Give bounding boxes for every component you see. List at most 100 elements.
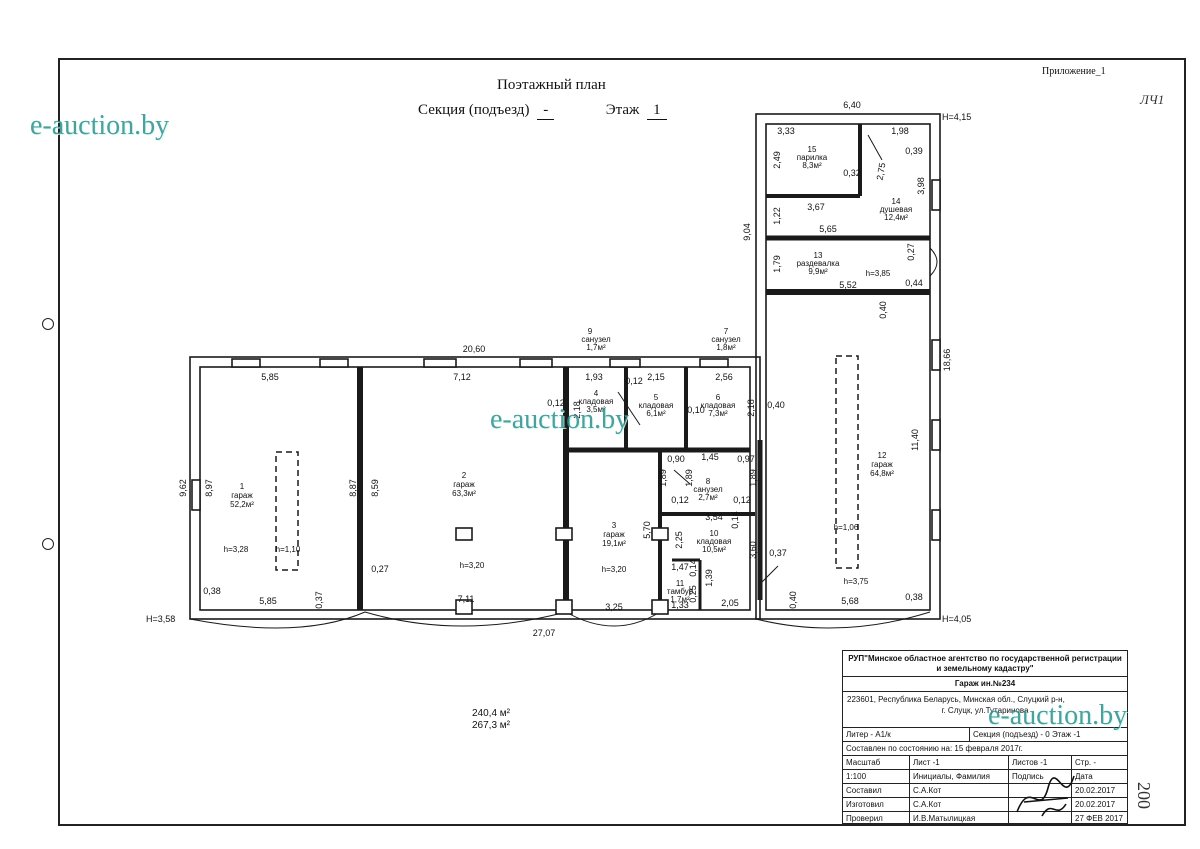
room-5-area: 6,1м²	[646, 409, 666, 418]
dim-r1-left: 8,97	[204, 479, 214, 497]
dim-r11-top: 1,47	[671, 562, 689, 572]
room-14-area: 12,4м²	[884, 213, 908, 222]
dim-r8-right: 1,89	[748, 469, 758, 487]
dim-wall-012: 0,12	[547, 398, 565, 408]
stamp-date-label: Дата	[1075, 772, 1093, 781]
room-9-name: санузел	[581, 335, 611, 344]
room-10-num: 10	[710, 529, 719, 538]
dim-wall-012b: 0,12	[625, 376, 643, 386]
room-2-area: 63,3м²	[452, 489, 476, 498]
stamp-scale-value: 1:100	[843, 770, 910, 783]
stamp-date: 20.02.2017	[1075, 786, 1116, 795]
handwritten-mark: ЛЧ1	[1140, 92, 1165, 107]
stamp-name: С.А.Кот	[910, 784, 1009, 797]
dim-r14-left: 1,22	[772, 207, 782, 225]
stamp-role: Составил	[843, 784, 910, 797]
dim-wall-037: 0,37	[769, 548, 787, 558]
room-15-area: 8,3м²	[802, 161, 822, 170]
stamp-address: 223601, Республика Беларусь, Минская обл…	[843, 692, 1127, 728]
room-6-num: 6	[716, 393, 721, 402]
level-left: H=3,58	[146, 614, 175, 624]
dim-r15-left: 2,49	[772, 151, 782, 169]
dim-r8-left-b: 1,89	[684, 469, 694, 487]
room-6-name: кладовая	[701, 401, 736, 410]
dim-top-right: 6,40	[843, 100, 861, 110]
room-11-num: 11	[676, 579, 685, 588]
dim-wall-218: 2,18	[746, 399, 756, 417]
room-labels: 1 гараж 52,2м² h=3,28 h=1,10 2 гараж 63,…	[224, 145, 913, 604]
room-13-height: h=3,85	[866, 269, 891, 278]
room-2-num: 2	[462, 471, 467, 480]
stamp-name: И.В.Матылицкая	[910, 812, 1009, 825]
binder-hole	[42, 538, 54, 550]
dim-r6-top: 2,56	[715, 372, 733, 382]
stamp-liter: Литер - А1/к	[843, 728, 970, 741]
dim-r3-right: 5,70	[642, 521, 652, 539]
stamp-object: Гараж ин.№234	[843, 677, 1127, 692]
room-2-name: гараж	[453, 480, 475, 489]
dim-r11-bottom: 1,33	[671, 600, 689, 610]
stamp-scale-label: Масштаб	[843, 756, 910, 769]
room-3-area: 19,1м²	[602, 539, 626, 548]
dim-r15-door: 1,98	[891, 126, 909, 136]
vertical-dimension-labels: 9,62 8,97 8,87 8,59 5,70 1,89 1,89 1,89 …	[178, 151, 952, 609]
stamp-date: 20.02.2017	[1075, 800, 1116, 809]
dim-r2-top: 7,12	[453, 372, 471, 382]
room-12-num: 12	[878, 451, 887, 460]
dim-wall-044: 0,44	[905, 278, 923, 288]
stamp-sheets-label: Листов -1	[1009, 756, 1072, 769]
room-10-name: кладовая	[697, 537, 732, 546]
room-3-num: 3	[612, 521, 617, 530]
dim-wall-012d: 0,12	[733, 495, 751, 505]
room-5-num: 5	[654, 393, 659, 402]
stamp-header-row: Масштаб Лист -1 Листов -1 Стр. -	[843, 756, 1127, 770]
room-8-name: санузел	[693, 485, 723, 494]
dim-r1-bottom: 5,85	[259, 596, 277, 606]
dim-wall-038b: 0,38	[905, 592, 923, 602]
dim-wall-025: 0,25	[688, 585, 698, 603]
title-block: РУП"Минское областное агентство по госуд…	[842, 650, 1128, 825]
room-15-num: 15	[808, 145, 817, 154]
dim-wall-010: 0,10	[687, 405, 705, 415]
watermark: e-auction.by	[30, 110, 170, 141]
dim-r14-right: 3,98	[916, 177, 926, 195]
pit-12-height: h=1,06	[834, 523, 859, 532]
dim-right-lower: 11,40	[910, 429, 920, 451]
room-14-num: 14	[892, 197, 901, 206]
stamp-section-floor: Секция (подъезд) - 0 Этаж -1	[973, 730, 1081, 739]
room-15-name: парилка	[797, 153, 828, 162]
dim-wall-038: 0,38	[203, 586, 221, 596]
room-10-area: 10,5м²	[702, 545, 726, 554]
dim-r10-bottom: 2,05	[721, 598, 739, 608]
room-8-num: 8	[706, 477, 711, 486]
dim-wall-012c: 0,12	[671, 495, 689, 505]
room-9-num: 9	[588, 327, 593, 336]
room-12-height: h=3,75	[844, 577, 869, 586]
dim-r8-bottom: 3,54	[705, 512, 723, 522]
room-2-height: h=3,20	[460, 561, 485, 570]
stamp-signature-label: Подпись	[1009, 770, 1072, 783]
room-1-height: h=3,28	[224, 545, 249, 554]
room-7-name: санузел	[711, 335, 741, 344]
dim-r10-left: 2,25	[674, 531, 684, 549]
outer-wall-right	[755, 113, 941, 620]
dim-r14-mid: 5,65	[819, 224, 837, 234]
room-13-area: 9,9м²	[808, 267, 828, 276]
area-living: 240,4 м²	[472, 708, 511, 719]
dim-bottom-main: 27,07	[533, 628, 556, 638]
room-7-area: 1,8м²	[716, 343, 736, 352]
room-4-num: 4	[594, 389, 599, 398]
stamp-address-line1: 223601, Республика Беларусь, Минская обл…	[847, 695, 1065, 704]
section-value: -	[537, 102, 555, 120]
stamp-signer-row: Составил С.А.Кот 20.02.2017	[843, 784, 1127, 798]
room-14-name: душевая	[880, 205, 912, 214]
dim-wall-040: 0,40	[767, 400, 785, 410]
room-13-name: раздевалка	[797, 259, 840, 268]
dim-wall-097: 0,97	[737, 454, 755, 464]
room-7-num: 7	[724, 327, 729, 336]
stamp-signature-cell	[1009, 798, 1072, 811]
stamp-compiled: Составлен по состоянию на: 15 февраля 20…	[846, 744, 1023, 753]
dim-top-main: 20,60	[463, 344, 486, 354]
room-1-num: 1	[240, 482, 245, 491]
